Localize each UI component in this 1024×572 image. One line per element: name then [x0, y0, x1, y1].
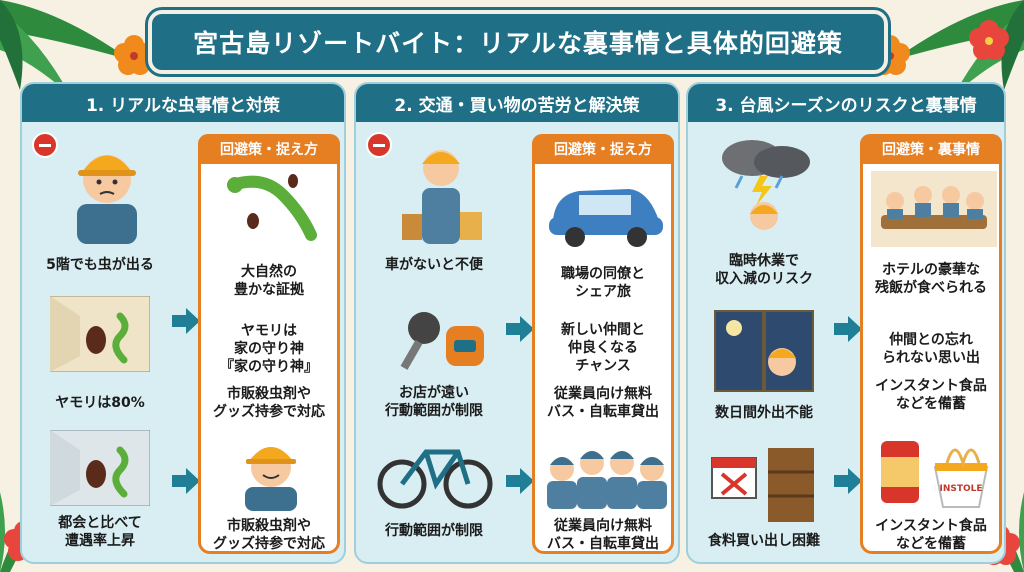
minus-icon	[366, 132, 392, 158]
problem-pane: 臨時休業で収入減のリスク 数日間外出不能 食料買い出し困難	[692, 128, 836, 554]
arrow-icon	[506, 316, 534, 342]
tired-shopper-icon	[402, 150, 482, 244]
solution-label: ヤモリは家の守り神『家の守り神』	[220, 323, 318, 376]
problem-pane: 車がないと不便 お店が遠い行動範囲が制限 行動範囲が制限	[360, 128, 508, 554]
solution-label: 新しい仲間と仲良くなるチャンス	[561, 322, 645, 375]
room-with-insects-icon	[50, 296, 150, 372]
solution-label: 仲間との忘れられない思い出	[882, 332, 980, 367]
problem-label: お店が遠い行動範囲が制限	[385, 385, 483, 420]
problem-label: ヤモリは80%	[55, 395, 145, 411]
solution-pane: 回避策・裏事情 ホテルの豪華な残飯が食べられる 仲間との忘れられない思い出 イン…	[860, 134, 1002, 554]
bicycle-icon	[377, 449, 493, 509]
room-with-insects-icon	[50, 430, 150, 506]
problem-pane: 5階でも虫が出る ヤモリは80% 都会と比べて遭遇率上昇	[26, 128, 174, 554]
window-night-icon	[714, 310, 814, 392]
problem-label: 臨時休業で収入減のリスク	[715, 253, 813, 288]
hibiscus-icon	[969, 20, 1009, 60]
solution-pane: 回避策・捉え方 大自然の豊かな証拠 ヤモリは家の守り神『家の守り神』 市販殺虫剤…	[198, 134, 340, 554]
column-insects: 1. リアルな虫事情と対策 5階でも虫が出る ヤモリは80% 都会と比べて遭遇率…	[20, 82, 346, 564]
arrow-icon	[172, 308, 200, 334]
smiling-worker-icon	[245, 447, 297, 511]
column-heading: 2. 交通・買い物の苦労と解決策	[356, 84, 678, 122]
column-transport: 2. 交通・買い物の苦労と解決策 車がないと不便 お店が遠い行動範囲が制限 行動…	[354, 82, 680, 564]
solution-label: インスタント食品などを備蓄	[875, 518, 987, 553]
gecko-icon	[227, 174, 317, 241]
car-icon	[549, 189, 663, 247]
solution-label: 従業員向け無料バス・自転車貸出	[547, 386, 659, 421]
solution-label: インスタント食品などを備蓄	[875, 378, 987, 413]
problem-label: 都会と比べて遭遇率上昇	[58, 515, 142, 550]
solution-label: 市販殺虫剤やグッズ持参で対応	[213, 518, 325, 553]
palm-leaf-icon	[0, 0, 130, 95]
arrow-icon	[834, 468, 862, 494]
solution-label: 市販殺虫剤やグッズ持参で対応	[213, 386, 325, 421]
solution-label: 大自然の豊かな証拠	[234, 264, 304, 299]
column-heading: 1. リアルな虫事情と対策	[22, 84, 344, 122]
problem-label: 行動範囲が制限	[385, 523, 483, 539]
team-workers-icon	[547, 451, 667, 509]
arrow-icon	[506, 468, 534, 494]
staff-meal-icon	[871, 171, 997, 247]
minus-icon	[32, 132, 58, 158]
solution-label: 職場の同僚とシェア旅	[561, 266, 645, 301]
instant-food-icon: INSTOLE	[881, 441, 989, 508]
solution-label: 従業員向け無料バス・自転車貸出	[547, 518, 659, 553]
solution-pane: 回避策・捉え方 職場の同僚とシェア旅 新しい仲間と仲良くなるチャンス 従業員向け…	[532, 134, 674, 554]
storm-cloud-icon	[722, 140, 810, 230]
arrow-icon	[172, 468, 200, 494]
solution-heading: 回避策・捉え方	[532, 134, 674, 164]
problem-label: 5階でも虫が出る	[46, 257, 154, 273]
noodle-cup-label: INSTOLE	[939, 484, 982, 494]
problem-label: 食料買い出し困難	[708, 533, 820, 549]
page-title: 宮古島リゾートバイト：リアルな裏事情と具体的回避策	[148, 10, 888, 74]
column-heading: 3. 台風シーズンのリスクと裏事情	[688, 84, 1004, 122]
car-key-icon	[400, 312, 484, 370]
solution-heading: 回避策・捉え方	[198, 134, 340, 164]
arrow-icon	[834, 316, 862, 342]
calendar-shelf-icon	[711, 448, 814, 522]
problem-label: 車がないと不便	[385, 257, 483, 273]
solution-label: ホテルの豪華な残飯が食べられる	[875, 262, 987, 297]
solution-heading: 回避策・裏事情	[860, 134, 1002, 164]
column-typhoon: 3. 台風シーズンのリスクと裏事情 臨時休業で収入減のリスク 数日間外出不能	[686, 82, 1006, 564]
problem-label: 数日間外出不能	[715, 405, 813, 421]
worried-worker-icon	[77, 155, 137, 244]
